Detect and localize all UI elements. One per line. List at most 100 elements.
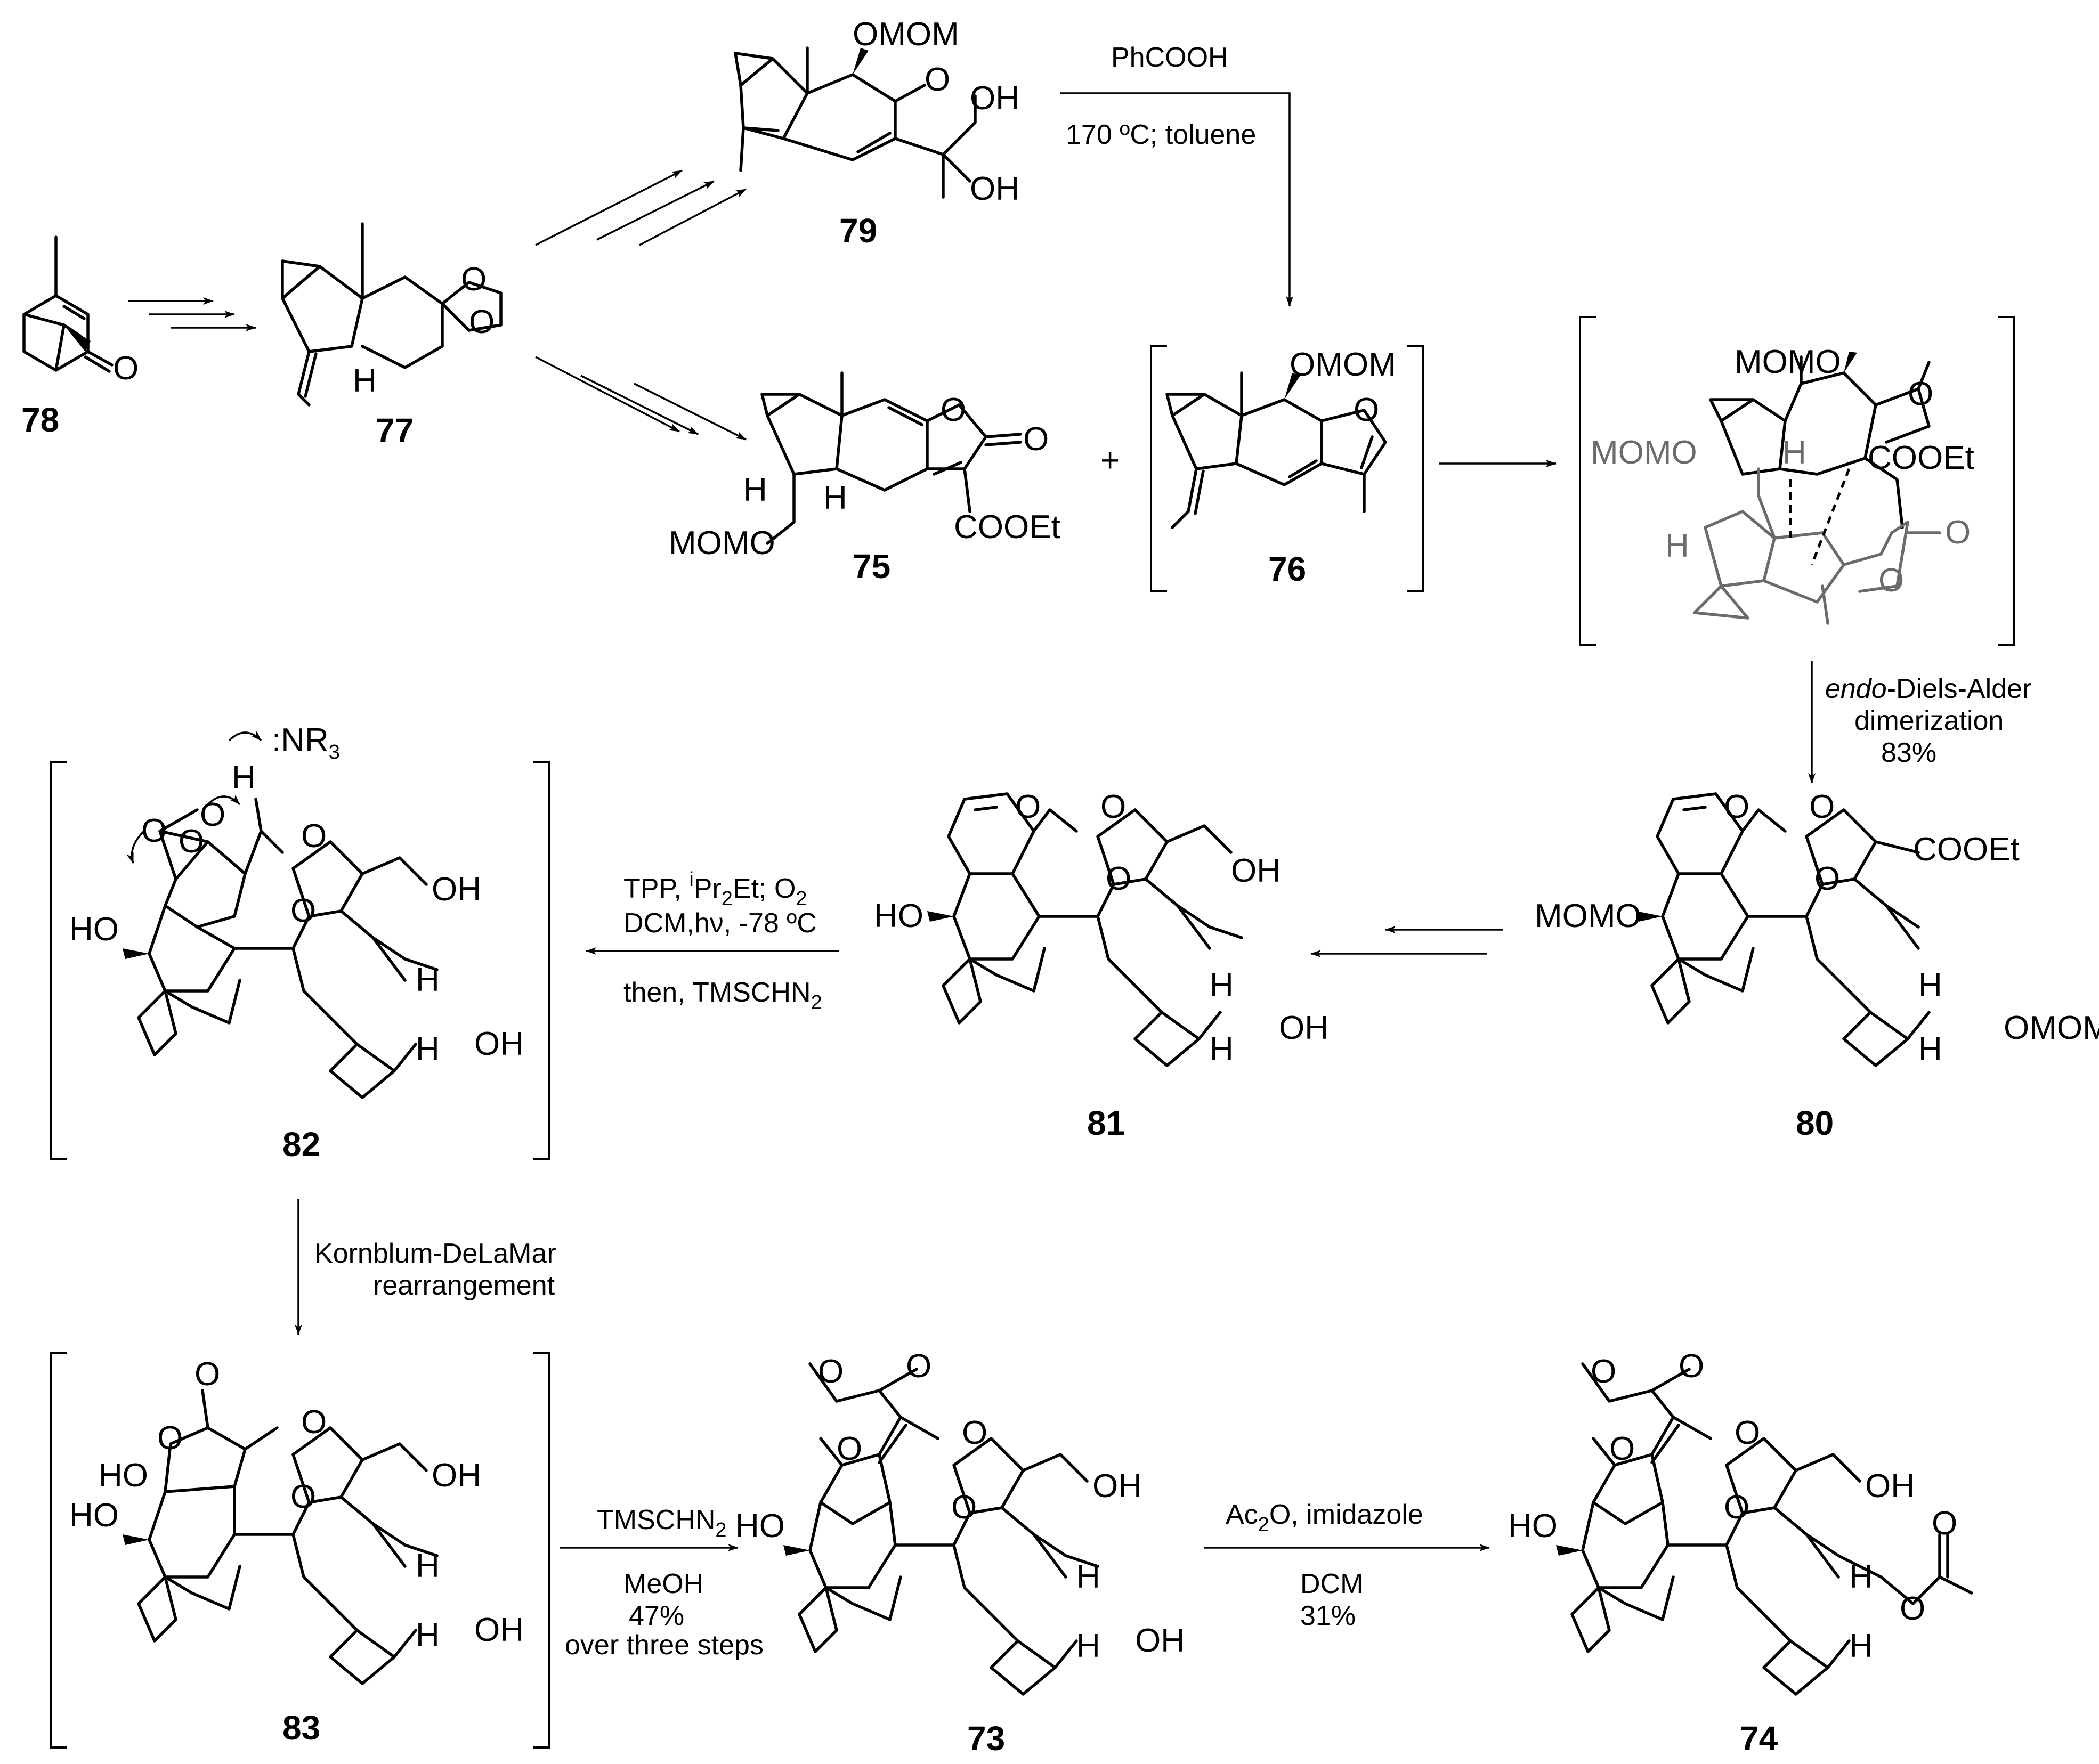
atom-H: H bbox=[823, 479, 847, 516]
arrow-73-74: Ac2O, imidazole DCM 31% bbox=[1204, 1499, 1490, 1631]
atom-OH: OH bbox=[474, 1026, 524, 1062]
atom-O: O bbox=[461, 261, 487, 298]
condition-tmschn: TMSCHN bbox=[597, 1505, 715, 1535]
multistep-arrow-80-81 bbox=[1310, 926, 1503, 957]
atom-O: O bbox=[141, 812, 167, 849]
condition-reaction: endo-Diels-Alder bbox=[1825, 673, 2031, 704]
compound-81-structure: O O O OH HO H H OH bbox=[874, 788, 1328, 1068]
atom-O: O bbox=[1908, 376, 1933, 412]
atom-O: O bbox=[1724, 788, 1749, 825]
atom-OH: OH bbox=[432, 1457, 481, 1494]
atom-COOEt: COOEt bbox=[1868, 440, 1974, 476]
condition-tmschn2: TMSCHN2 bbox=[597, 1505, 727, 1541]
compound-label-83: 83 bbox=[282, 1709, 320, 1747]
atom-H: H bbox=[1210, 1031, 1234, 1068]
atom-H: H bbox=[1665, 527, 1689, 564]
atom-OMOM: OMOM bbox=[853, 16, 959, 53]
compound-label-76: 76 bbox=[1268, 550, 1306, 588]
atom-NR3-main: :NR bbox=[272, 722, 329, 759]
atom-O: O bbox=[1679, 1348, 1704, 1385]
arrow-79-76: PhCOOH 170 ºC; toluene bbox=[1060, 42, 1293, 307]
atom-MOMO: MOMO bbox=[1735, 344, 1841, 380]
atom-OMOM: OMOM bbox=[2004, 1010, 2099, 1046]
atom-H: H bbox=[1076, 1628, 1100, 1664]
atom-H: H bbox=[353, 362, 377, 399]
condition-sub-2: 2 bbox=[722, 888, 733, 910]
atom-O: O bbox=[113, 350, 139, 387]
condition-solvent: DCM,hν, -78 ºC bbox=[623, 908, 817, 939]
atom-H: H bbox=[1076, 1558, 1100, 1595]
condition-temperature: 170 ºC; toluene bbox=[1066, 119, 1256, 150]
condition-dimerization: dimerization bbox=[1854, 705, 2004, 736]
compound-83-structure: O O O O OH HO HO H H OH bbox=[50, 1352, 550, 1749]
atom-O: O bbox=[941, 392, 966, 428]
condition-et-o: Et; O bbox=[733, 873, 796, 904]
atom-OH: OH bbox=[1135, 1622, 1185, 1659]
compound-label-79: 79 bbox=[839, 212, 877, 250]
condition-imidazole: O, imidazole bbox=[1269, 1499, 1423, 1530]
atom-OH: OH bbox=[1092, 1468, 1142, 1505]
compound-77-structure: O O H bbox=[281, 222, 503, 407]
atom-HO: HO bbox=[1508, 1508, 1558, 1544]
condition-over-steps: over three steps bbox=[565, 1630, 764, 1661]
atom-O: O bbox=[1878, 562, 1904, 599]
condition-reagents: TPP, iPr2Et; O2 bbox=[623, 868, 807, 910]
condition-yield: 83% bbox=[1881, 737, 1936, 768]
atom-MOMO: MOMO bbox=[1591, 434, 1697, 471]
compound-76-structure: OMOM O bbox=[1150, 345, 1424, 592]
atom-O: O bbox=[1814, 860, 1840, 897]
atom-H: H bbox=[416, 1617, 440, 1654]
arrow-82-83: Kornblum-DeLaMar rearrangement bbox=[295, 1199, 556, 1335]
atom-H: H bbox=[743, 472, 767, 508]
atom-O: O bbox=[837, 1430, 862, 1467]
compound-74-structure: O O O O O OH HO H H O O bbox=[1508, 1348, 1973, 1696]
atom-MOMO: MOMO bbox=[1535, 898, 1641, 934]
compound-label-77: 77 bbox=[376, 411, 414, 450]
arrow-81-82: TPP, iPr2Et; O2 DCM,hν, -78 ºC then, TMS… bbox=[586, 868, 839, 1014]
atom-O: O bbox=[1591, 1353, 1616, 1390]
compound-label-75: 75 bbox=[853, 547, 890, 586]
atom-O: O bbox=[962, 1415, 987, 1451]
atom-OH: OH bbox=[1231, 852, 1281, 889]
atom-O: O bbox=[1609, 1430, 1635, 1467]
atom-H: H bbox=[1918, 1031, 1942, 1068]
compound-79-structure: OMOM O OH OH bbox=[734, 16, 1019, 207]
atom-H: H bbox=[416, 962, 440, 998]
atom-H: H bbox=[1782, 434, 1806, 471]
atom-OH: OH bbox=[474, 1612, 524, 1648]
compound-label-73: 73 bbox=[967, 1719, 1005, 1758]
atom-O: O bbox=[290, 892, 316, 929]
atom-OH: OH bbox=[1279, 1010, 1328, 1046]
condition-yield: 31% bbox=[1300, 1600, 1356, 1631]
atom-O: O bbox=[1932, 1505, 1957, 1542]
atom-H: H bbox=[416, 1031, 440, 1068]
atom-H: H bbox=[232, 759, 256, 796]
multistep-arrow-78-77 bbox=[128, 297, 256, 331]
atom-NR3-sub: 3 bbox=[329, 741, 340, 763]
condition-diels-alder: -Diels-Alder bbox=[1887, 673, 2032, 704]
atom-O: O bbox=[301, 1404, 327, 1441]
atom-O: O bbox=[1023, 421, 1049, 458]
atom-O: O bbox=[818, 1353, 844, 1390]
condition-rearrangement: rearrangement bbox=[373, 1270, 555, 1301]
atom-H: H bbox=[416, 1548, 440, 1584]
atom-HO: HO bbox=[874, 898, 923, 934]
atom-O: O bbox=[157, 1420, 183, 1457]
atom-O: O bbox=[179, 823, 204, 860]
atom-O: O bbox=[469, 304, 495, 340]
compound-78-structure: O bbox=[22, 235, 139, 387]
atom-H: H bbox=[1210, 967, 1234, 1004]
compound-label-78: 78 bbox=[21, 401, 59, 439]
atom-HO: HO bbox=[69, 911, 119, 948]
atom-O: O bbox=[1809, 788, 1835, 825]
atom-O: O bbox=[1724, 1489, 1749, 1526]
atom-HO: HO bbox=[69, 1497, 119, 1534]
atom-O: O bbox=[301, 818, 327, 855]
atom-O: O bbox=[925, 61, 950, 98]
compound-73-structure: O O O O O OH HO H H OH bbox=[735, 1348, 1185, 1696]
atom-O: O bbox=[194, 1356, 220, 1393]
atom-O: O bbox=[1106, 860, 1131, 897]
atom-HO: HO bbox=[99, 1457, 148, 1494]
atom-O: O bbox=[1100, 788, 1126, 825]
compound-label-74: 74 bbox=[1740, 1719, 1778, 1758]
